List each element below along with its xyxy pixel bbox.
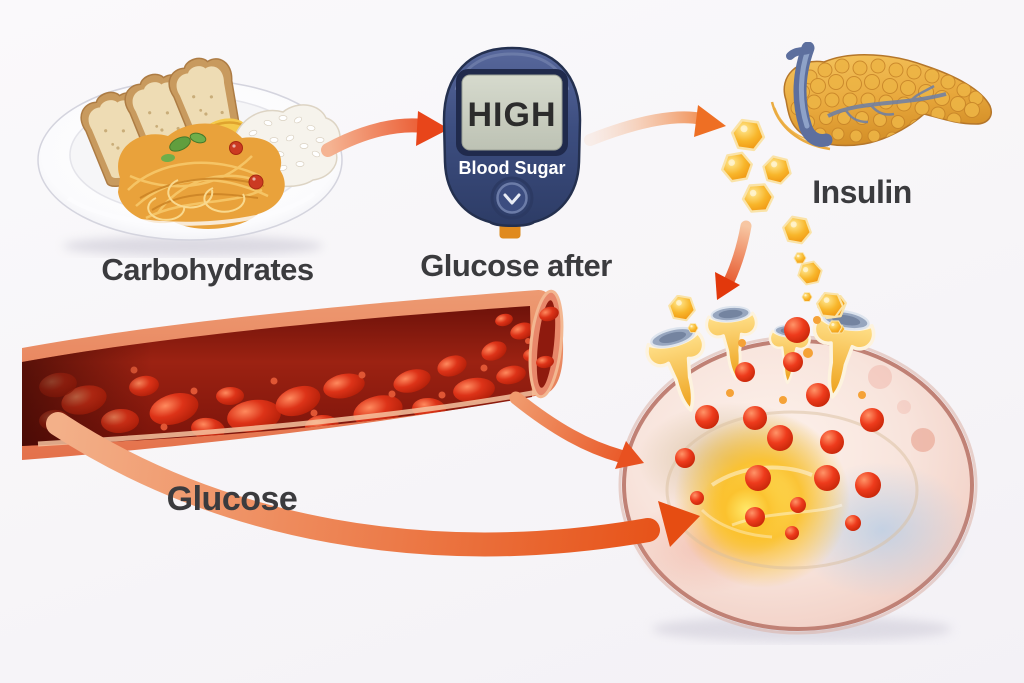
insulin-hexagon-trail xyxy=(715,118,855,348)
basil-leaves xyxy=(161,132,207,163)
tomato-bits xyxy=(229,141,264,190)
carbohydrates-label: Carbohydrates xyxy=(101,252,314,287)
blood-vessel-illustration xyxy=(22,282,567,477)
plate-shadow xyxy=(63,236,323,256)
pancreas-lobules xyxy=(790,58,984,145)
spaghetti xyxy=(118,123,285,229)
glucose-dots xyxy=(726,316,866,404)
meter-scroll-button xyxy=(490,176,534,220)
pancreatic-duct xyxy=(786,42,833,147)
meter-device-label: Blood Sugar xyxy=(459,158,566,178)
vessel-open-end xyxy=(528,289,564,399)
arrow-meter-to-pancreas xyxy=(584,105,726,146)
blood-vessel-icon xyxy=(22,289,564,460)
cell-with-receptors-icon xyxy=(618,295,978,642)
pancreas-icon xyxy=(770,42,992,151)
chevron-down-icon xyxy=(503,193,521,205)
glucose-meter-illustration: HIGH Blood Sugar xyxy=(436,44,588,244)
plate-of-carbohydrates-icon xyxy=(37,49,343,256)
insulin-hexagon-icon xyxy=(718,118,846,334)
carbohydrates-plate-illustration xyxy=(28,48,358,258)
cell-illustration xyxy=(612,295,992,645)
meter-reading: HIGH xyxy=(468,96,557,134)
glucose-after-label: Glucose after xyxy=(420,248,612,283)
insulin-label: Insulin xyxy=(812,174,912,210)
insulin-molecules xyxy=(718,118,846,334)
glucose-meter-icon: HIGH Blood Sugar xyxy=(442,46,582,239)
glucose-label: Glucose xyxy=(166,480,298,518)
glucose-balls xyxy=(675,317,884,540)
pancreas-illustration xyxy=(750,42,1000,187)
meter-screen xyxy=(461,74,563,151)
pancreatic-vessels xyxy=(827,84,947,124)
